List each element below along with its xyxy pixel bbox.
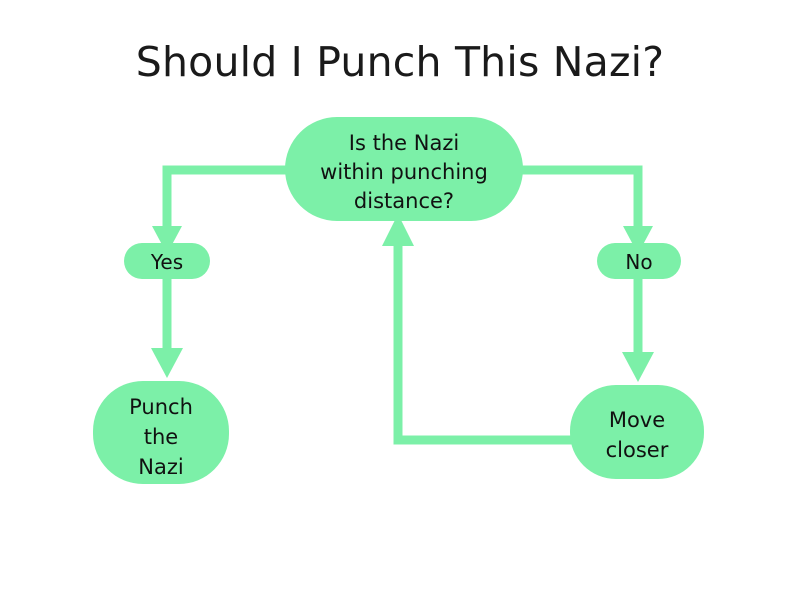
edge-no-to-move (622, 278, 654, 382)
edge-no-to-move-arrowhead (622, 352, 654, 382)
node-yes-label-shape[interactable] (124, 243, 210, 279)
edge-yes-to-punch-arrowhead (151, 348, 183, 378)
edge-decision-to-no-arrowhead (623, 226, 653, 254)
edge-decision-to-yes-line (162, 165, 288, 232)
node-punch-the-nazi-shape[interactable] (93, 381, 229, 484)
node-decision[interactable]: Is the Nazi within punching distance? (285, 117, 523, 221)
node-punch-the-nazi-line-3: Nazi (138, 455, 183, 479)
edge-decision-to-no (520, 165, 653, 254)
node-decision-line-3: distance? (354, 189, 454, 213)
edge-decision-to-no-line (520, 165, 643, 232)
node-decision-line-2: within punching (320, 160, 488, 184)
node-no-label-shape[interactable] (597, 243, 681, 279)
edge-move-to-decision-arrowhead (382, 214, 414, 246)
edge-move-to-decision-line (393, 240, 572, 445)
node-move-closer-line-2: closer (606, 438, 669, 462)
node-no-label-text: No (625, 250, 652, 274)
node-move-closer[interactable]: Move closer (570, 385, 704, 479)
node-punch-the-nazi[interactable]: Punch the Nazi (93, 381, 229, 484)
page-title: Should I Punch This Nazi? (135, 38, 665, 86)
edge-decision-to-yes (152, 165, 288, 254)
node-move-closer-line-1: Move (609, 408, 665, 432)
node-decision-line-1: Is the Nazi (349, 131, 459, 155)
node-no-label[interactable]: No (597, 243, 681, 279)
edge-decision-to-yes-arrowhead (152, 226, 182, 254)
node-punch-the-nazi-line-1: Punch (129, 395, 193, 419)
node-move-closer-shape[interactable] (570, 385, 704, 479)
node-decision-shape[interactable] (285, 117, 523, 221)
edge-yes-to-punch (151, 278, 183, 378)
edge-move-to-decision (382, 214, 572, 445)
node-yes-label-text: Yes (150, 250, 183, 274)
node-yes-label[interactable]: Yes (124, 243, 210, 279)
node-punch-the-nazi-line-2: the (144, 425, 178, 449)
